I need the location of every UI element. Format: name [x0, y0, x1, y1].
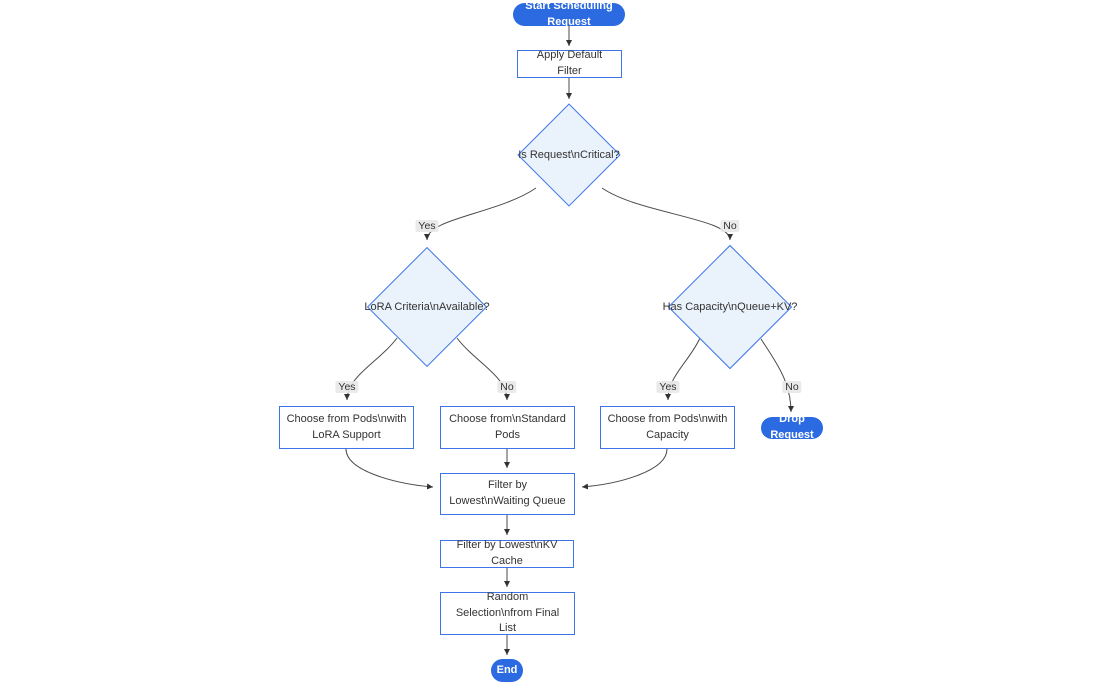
node-choose-capacity: Choose from Pods\nwith Capacity	[600, 406, 735, 449]
node-drop-request-label: Drop Request	[770, 413, 814, 441]
node-end-label: End	[496, 663, 518, 676]
node-apply-filter-label: Apply Default Filter	[536, 49, 603, 77]
node-choose-standard-label: Choose from\nStandard Pods	[449, 412, 566, 441]
edge-lora-chooselora	[344, 337, 398, 401]
node-choose-lora-label: Choose from Pods\nwith LoRA Support	[286, 412, 407, 441]
node-choose-standard: Choose from\nStandard Pods	[440, 406, 575, 449]
edge-label-lora-no: No	[497, 381, 517, 393]
node-filter-queue: Filter by Lowest\nWaiting Queue	[440, 473, 575, 515]
node-drop-request: Drop Request	[761, 413, 823, 441]
node-is-critical-label: Is Request\nCritical?	[518, 149, 620, 161]
node-start-label: Start Scheduling Request	[525, 0, 613, 28]
node-choose-capacity-label: Choose from Pods\nwith Capacity	[607, 412, 728, 441]
node-choose-lora: Choose from Pods\nwith LoRA Support	[279, 406, 414, 449]
node-filter-queue-label: Filter by Lowest\nWaiting Queue	[449, 479, 566, 507]
node-has-capacity: Has Capacity\nQueue+KV?	[663, 244, 797, 370]
node-apply-filter: Apply Default Filter	[517, 49, 622, 78]
edge-critical-lora	[424, 187, 537, 241]
edge-label-critical-no: No	[720, 220, 740, 232]
edge-label-capacity-no: No	[782, 381, 802, 393]
node-end: End	[491, 659, 523, 682]
node-start: Start Scheduling Request	[513, 0, 625, 28]
edge-chooselora-filterqueue	[345, 448, 434, 490]
edge-label-critical-yes: Yes	[415, 220, 439, 232]
edge-capacity-choosecapacity	[665, 337, 701, 401]
node-lora-criteria: LoRA Criteria\nAvailable?	[364, 246, 490, 368]
edge-choosecapacity-filterqueue	[581, 448, 668, 490]
node-is-critical: Is Request\nCritical?	[517, 103, 621, 207]
node-filter-kv: Filter by Lowest\nKV Cache	[440, 539, 574, 568]
node-lora-criteria-label: LoRA Criteria\nAvailable?	[364, 301, 490, 313]
edge-label-capacity-yes: Yes	[656, 381, 680, 393]
edge-critical-capacity	[601, 187, 733, 241]
node-filter-kv-label: Filter by Lowest\nKV Cache	[456, 539, 558, 567]
edge-label-lora-yes: Yes	[335, 381, 359, 393]
edge-lora-choosestandard	[456, 337, 510, 401]
node-random-select-label: Random Selection\nfrom Final List	[455, 590, 560, 635]
node-has-capacity-label: Has Capacity\nQueue+KV?	[662, 301, 798, 313]
node-random-select: Random Selection\nfrom Final List	[440, 590, 575, 635]
edge-capacity-drop	[760, 338, 794, 413]
